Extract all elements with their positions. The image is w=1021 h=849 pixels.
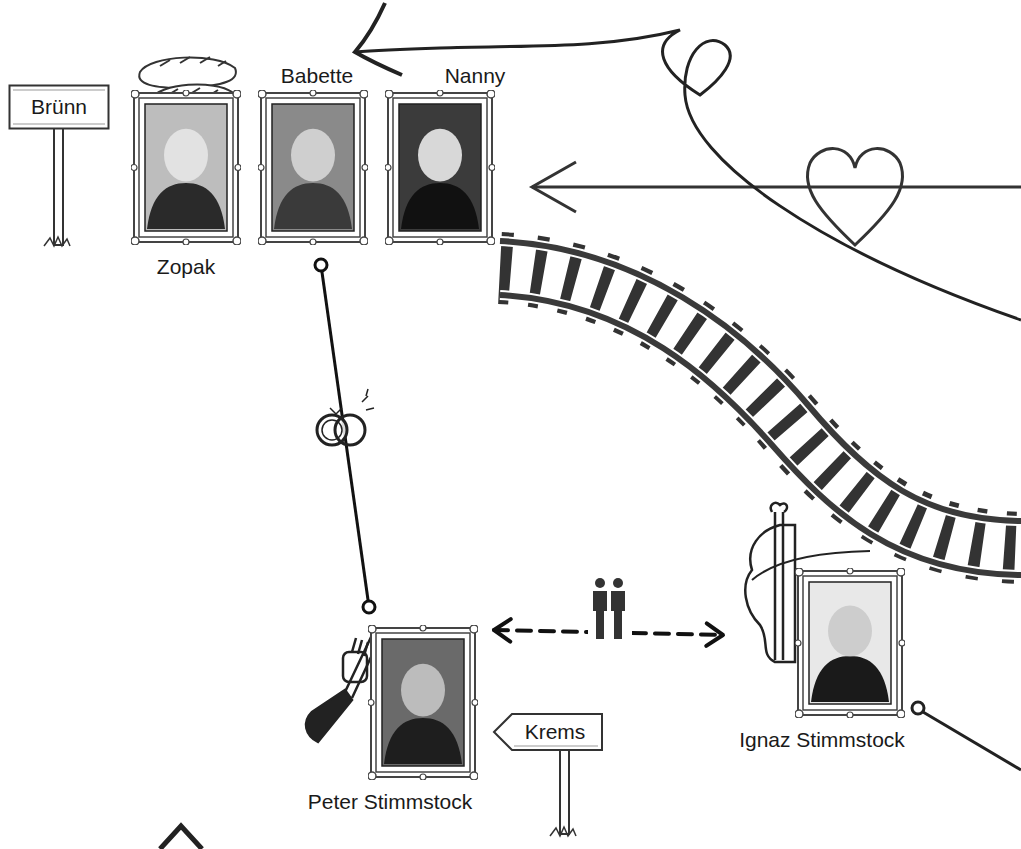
character-name: Nanny — [445, 64, 506, 88]
endpoint-dot — [315, 259, 327, 271]
character-name: Ignaz Stimmstock — [739, 728, 905, 752]
endpoint-dot — [912, 702, 924, 714]
grass — [44, 237, 70, 246]
sign-post — [560, 750, 569, 834]
arrow-head — [494, 619, 511, 642]
rail-gap — [500, 295, 1021, 575]
rail — [500, 241, 1021, 521]
place-name: Krems — [511, 720, 586, 744]
picture-frame — [258, 90, 368, 245]
portrait-frame: Nanny — [385, 90, 495, 245]
rail-gap — [500, 241, 1021, 521]
arrow-head — [532, 162, 576, 212]
character-name: Babette — [281, 64, 353, 88]
picture-frame — [131, 90, 241, 245]
place-name: Brünn — [31, 95, 87, 119]
wedding-rings — [317, 389, 374, 445]
character-name: Peter Stimmstock — [308, 790, 473, 814]
trumpet-icon — [306, 635, 378, 742]
portrait-frame: Ignaz Stimmstock — [795, 568, 905, 718]
grass — [550, 827, 576, 836]
love-arrow — [355, 30, 1021, 320]
signpost-board: Brünn — [8, 84, 110, 130]
relation-line — [923, 712, 1021, 770]
people-icon — [588, 578, 632, 642]
arrow-head — [706, 623, 723, 646]
character-name: Zopak — [157, 255, 215, 279]
picture-frame — [385, 90, 495, 245]
picture-frame — [368, 625, 478, 780]
portrait-frame: Peter Stimmstock — [368, 625, 478, 780]
relation-connector — [315, 259, 375, 613]
rail — [500, 295, 1021, 575]
portrait-frame: Babette — [258, 90, 368, 245]
picture-frame — [795, 568, 905, 718]
love-arrow — [532, 186, 1021, 189]
sign-post — [54, 128, 63, 245]
caret — [160, 826, 202, 849]
signpost-board: Krems — [492, 712, 604, 752]
endpoint-dot — [363, 601, 375, 613]
portrait-frame: Zopak — [131, 90, 241, 245]
arrow-head — [355, 3, 402, 75]
